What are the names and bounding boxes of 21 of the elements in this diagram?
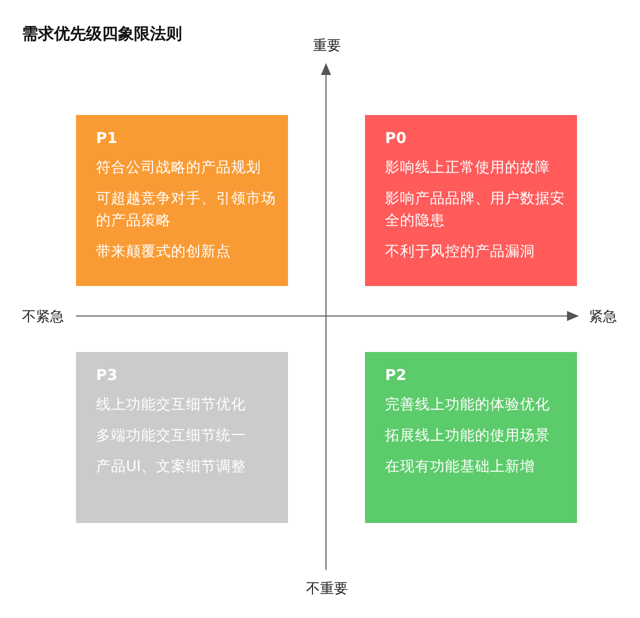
requirement-text: 完善线上功能的体验优化	[385, 396, 551, 415]
requirement-text: 拓展线上功能的使用场景	[385, 427, 551, 446]
priority-heading: P0	[385, 129, 408, 147]
quadrant-box	[76, 352, 288, 523]
requirement-text: 不利于风控的产品漏洞	[385, 243, 536, 262]
axis-label: 不紧急	[22, 308, 64, 326]
quadrant-box	[365, 115, 577, 286]
axis-label: 紧急	[589, 308, 617, 326]
quadrant-box	[365, 352, 577, 523]
requirement-text: 在现有功能基础上新增	[385, 458, 536, 477]
axis-label: 不重要	[306, 580, 348, 598]
priority-heading: P1	[96, 129, 118, 147]
axis-label: 重要	[313, 37, 341, 55]
priority-heading: P2	[385, 366, 408, 384]
requirement-text: 带来颠覆式的创新点	[96, 242, 232, 262]
requirement-text: 符合公司战略的产品规划	[96, 159, 262, 178]
diagram-title: 需求优先级四象限法则	[22, 24, 182, 45]
requirement-text: 可超越竞争对手、引领市场的产品策略	[96, 190, 277, 231]
quadrant-box	[76, 115, 288, 286]
requirement-text: 影响线上正常使用的故障	[385, 158, 551, 178]
requirement-text: 影响产品品牌、用户数据安全的隐患	[385, 190, 566, 231]
